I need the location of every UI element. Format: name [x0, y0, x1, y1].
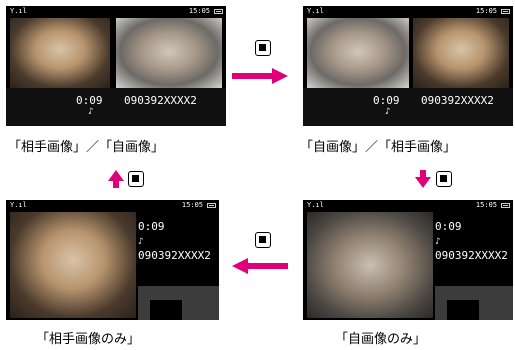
music-note-icon: ♪ [88, 107, 94, 117]
self-image-off [150, 300, 182, 320]
call-duration: 0:09 [138, 220, 165, 233]
call-info-bar: 0:09 090392XXXX2 ♪ [303, 88, 513, 126]
phone-number: 090392XXXX2 [124, 94, 197, 107]
music-note-icon: ♪ [385, 107, 391, 117]
self-image-off [447, 300, 479, 320]
music-note-icon: ♪ [138, 237, 144, 247]
arrow-up-icon [108, 170, 124, 188]
square-key-icon [128, 171, 144, 187]
self-image [307, 18, 409, 88]
clock-time: 15:05 [181, 201, 203, 209]
battery-icon [207, 203, 216, 208]
call-duration: 0:09 [373, 94, 400, 107]
signal-icon: Y.ıl [10, 7, 27, 15]
clock-time: 15:05 [475, 7, 497, 15]
call-info-side: 0:09 ♪ 090392XXXX2 [435, 220, 513, 262]
other-party-image [10, 18, 110, 88]
clock-time: 15:05 [475, 201, 497, 209]
phone-number: 090392XXXX2 [435, 249, 508, 262]
caption-top-left: 「相手画像」／「自画像」 [8, 140, 165, 155]
status-bar: Y.ıl 15:05 [6, 6, 226, 17]
call-info-bar: 0:09 090392XXXX2 ♪ [6, 88, 226, 126]
caption-top-right: 「自画像」／「相手画像」 [300, 140, 457, 155]
signal-icon: Y.ıl [10, 201, 27, 209]
arrow-down-icon [415, 170, 431, 188]
self-image [116, 18, 222, 88]
caption-bottom-right: 「自画像のみ」 [335, 332, 427, 347]
call-duration: 0:09 [76, 94, 103, 107]
self-image-area [138, 286, 219, 320]
screen-top-right: Y.ıl 15:05 0:09 090392XXXX2 ♪ [303, 6, 513, 126]
arrow-left-icon [232, 258, 288, 274]
other-party-image [10, 212, 136, 318]
status-bar: Y.ıl 15:05 [6, 200, 219, 211]
battery-icon [501, 9, 510, 14]
status-bar: Y.ıl 15:05 [303, 6, 513, 17]
screen-top-left: Y.ıl 15:05 0:09 090392XXXX2 ♪ [6, 6, 226, 126]
phone-number: 090392XXXX2 [138, 249, 211, 262]
square-key-icon [255, 232, 271, 248]
call-duration: 0:09 [435, 220, 462, 233]
self-image [307, 212, 433, 318]
call-info-side: 0:09 ♪ 090392XXXX2 [138, 220, 219, 262]
phone-number: 090392XXXX2 [421, 94, 494, 107]
signal-icon: Y.ıl [307, 201, 324, 209]
battery-icon [214, 9, 223, 14]
battery-icon [501, 203, 510, 208]
signal-icon: Y.ıl [307, 7, 324, 15]
other-party-image [413, 18, 509, 88]
status-bar: Y.ıl 15:05 [303, 200, 513, 211]
clock-time: 15:05 [188, 7, 210, 15]
square-key-icon [255, 40, 271, 56]
square-key-icon [436, 171, 452, 187]
screen-bottom-right: Y.ıl 15:05 0:09 ♪ 090392XXXX2 [303, 200, 513, 320]
screen-bottom-left: Y.ıl 15:05 0:09 ♪ 090392XXXX2 [6, 200, 219, 320]
arrow-right-icon [232, 68, 288, 84]
music-note-icon: ♪ [435, 237, 441, 247]
self-image-area [435, 286, 513, 320]
caption-bottom-left: 「相手画像のみ」 [36, 332, 141, 347]
